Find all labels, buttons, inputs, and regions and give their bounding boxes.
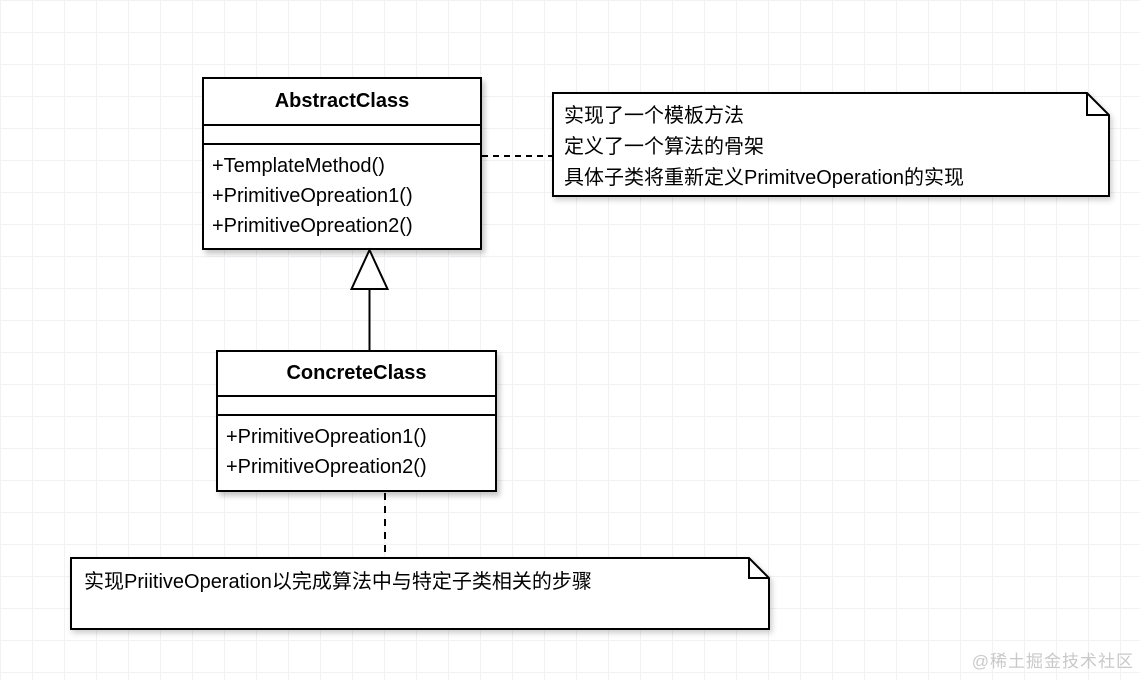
class-methods-list: +PrimitiveOpreation1() +PrimitiveOpreati… bbox=[218, 416, 495, 490]
method-item: +PrimitiveOpreation2() bbox=[212, 215, 413, 237]
note-line: 具体子类将重新定义PrimitveOperation的实现 bbox=[564, 167, 965, 189]
note-line: 实现了一个模板方法 bbox=[564, 105, 744, 127]
class-attributes-empty bbox=[204, 126, 480, 145]
note-primitive-operation[interactable]: 实现PriitiveOperation以完成算法中与特定子类相关的步骤 bbox=[70, 557, 770, 630]
note-shape bbox=[552, 92, 1110, 197]
method-item: +PrimitiveOpreation1() bbox=[212, 185, 413, 207]
note-line: 实现PriitiveOperation以完成算法中与特定子类相关的步骤 bbox=[84, 571, 592, 593]
note-line: 定义了一个算法的骨架 bbox=[564, 136, 764, 158]
method-item: +TemplateMethod() bbox=[212, 155, 385, 177]
method-item: +PrimitiveOpreation1() bbox=[226, 426, 427, 448]
class-methods-list: +TemplateMethod() +PrimitiveOpreation1()… bbox=[204, 145, 480, 248]
generalization-triangle-icon bbox=[349, 247, 390, 290]
class-title-concreteclass: ConcreteClass bbox=[218, 352, 495, 397]
note-text: 实现PriitiveOperation以完成算法中与特定子类相关的步骤 bbox=[70, 557, 770, 630]
watermark-text: @稀土掘金技术社区 bbox=[971, 652, 1134, 671]
note-fold-icon bbox=[1086, 93, 1109, 116]
class-attributes-empty bbox=[218, 397, 495, 416]
method-item: +PrimitiveOpreation2() bbox=[226, 456, 427, 478]
class-title-abstractclass: AbstractClass bbox=[204, 79, 480, 126]
class-box-abstractclass[interactable]: AbstractClass +TemplateMethod() +Primiti… bbox=[202, 77, 482, 250]
note-shape bbox=[70, 557, 770, 630]
note-text: 实现了一个模板方法 定义了一个算法的骨架 具体子类将重新定义PrimitveOp… bbox=[552, 92, 1110, 197]
note-fold-icon bbox=[748, 558, 769, 579]
class-box-concreteclass[interactable]: ConcreteClass +PrimitiveOpreation1() +Pr… bbox=[216, 350, 497, 492]
note-template-method[interactable]: 实现了一个模板方法 定义了一个算法的骨架 具体子类将重新定义PrimitveOp… bbox=[552, 92, 1110, 197]
